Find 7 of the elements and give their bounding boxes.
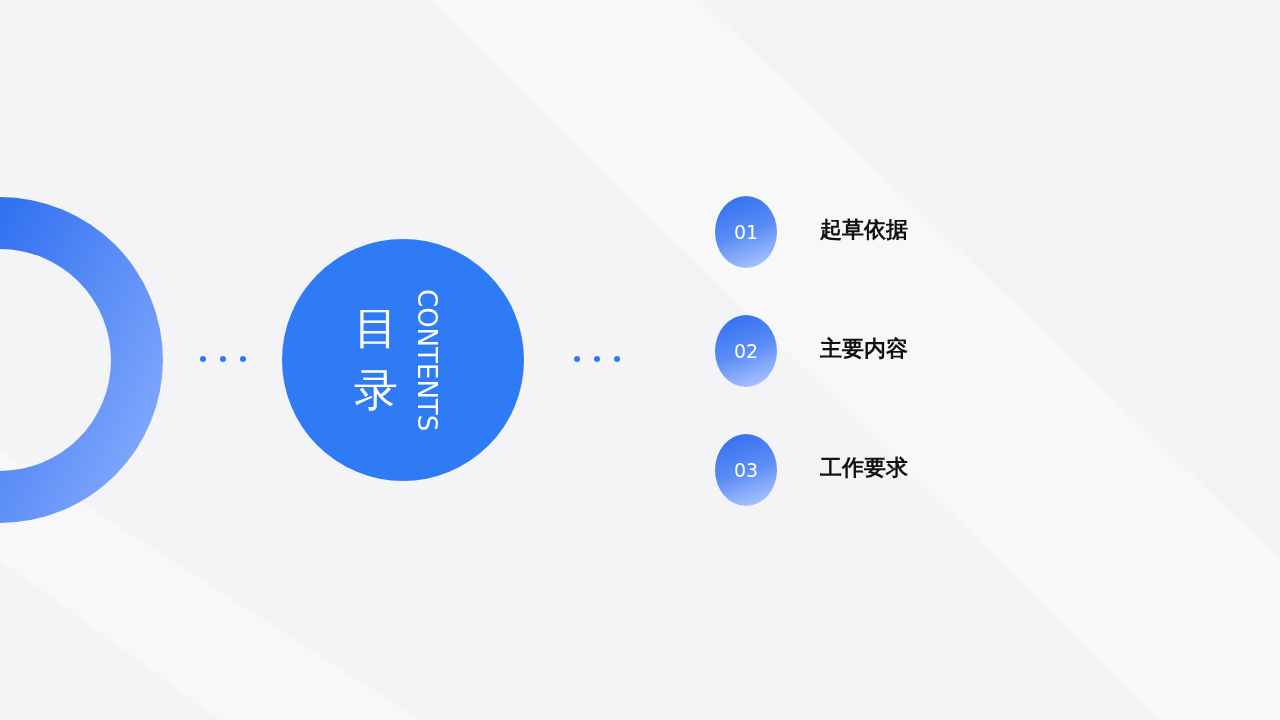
number-ellipse: 03 (715, 434, 777, 506)
title-text: 目录 (353, 301, 399, 417)
item-label: 主要内容 (820, 335, 908, 363)
item-label: 起草依据 (820, 216, 908, 244)
item-label: 工作要求 (820, 454, 908, 482)
subtitle-text: CONTENTS (412, 289, 442, 432)
number-ellipse: 02 (715, 315, 777, 387)
